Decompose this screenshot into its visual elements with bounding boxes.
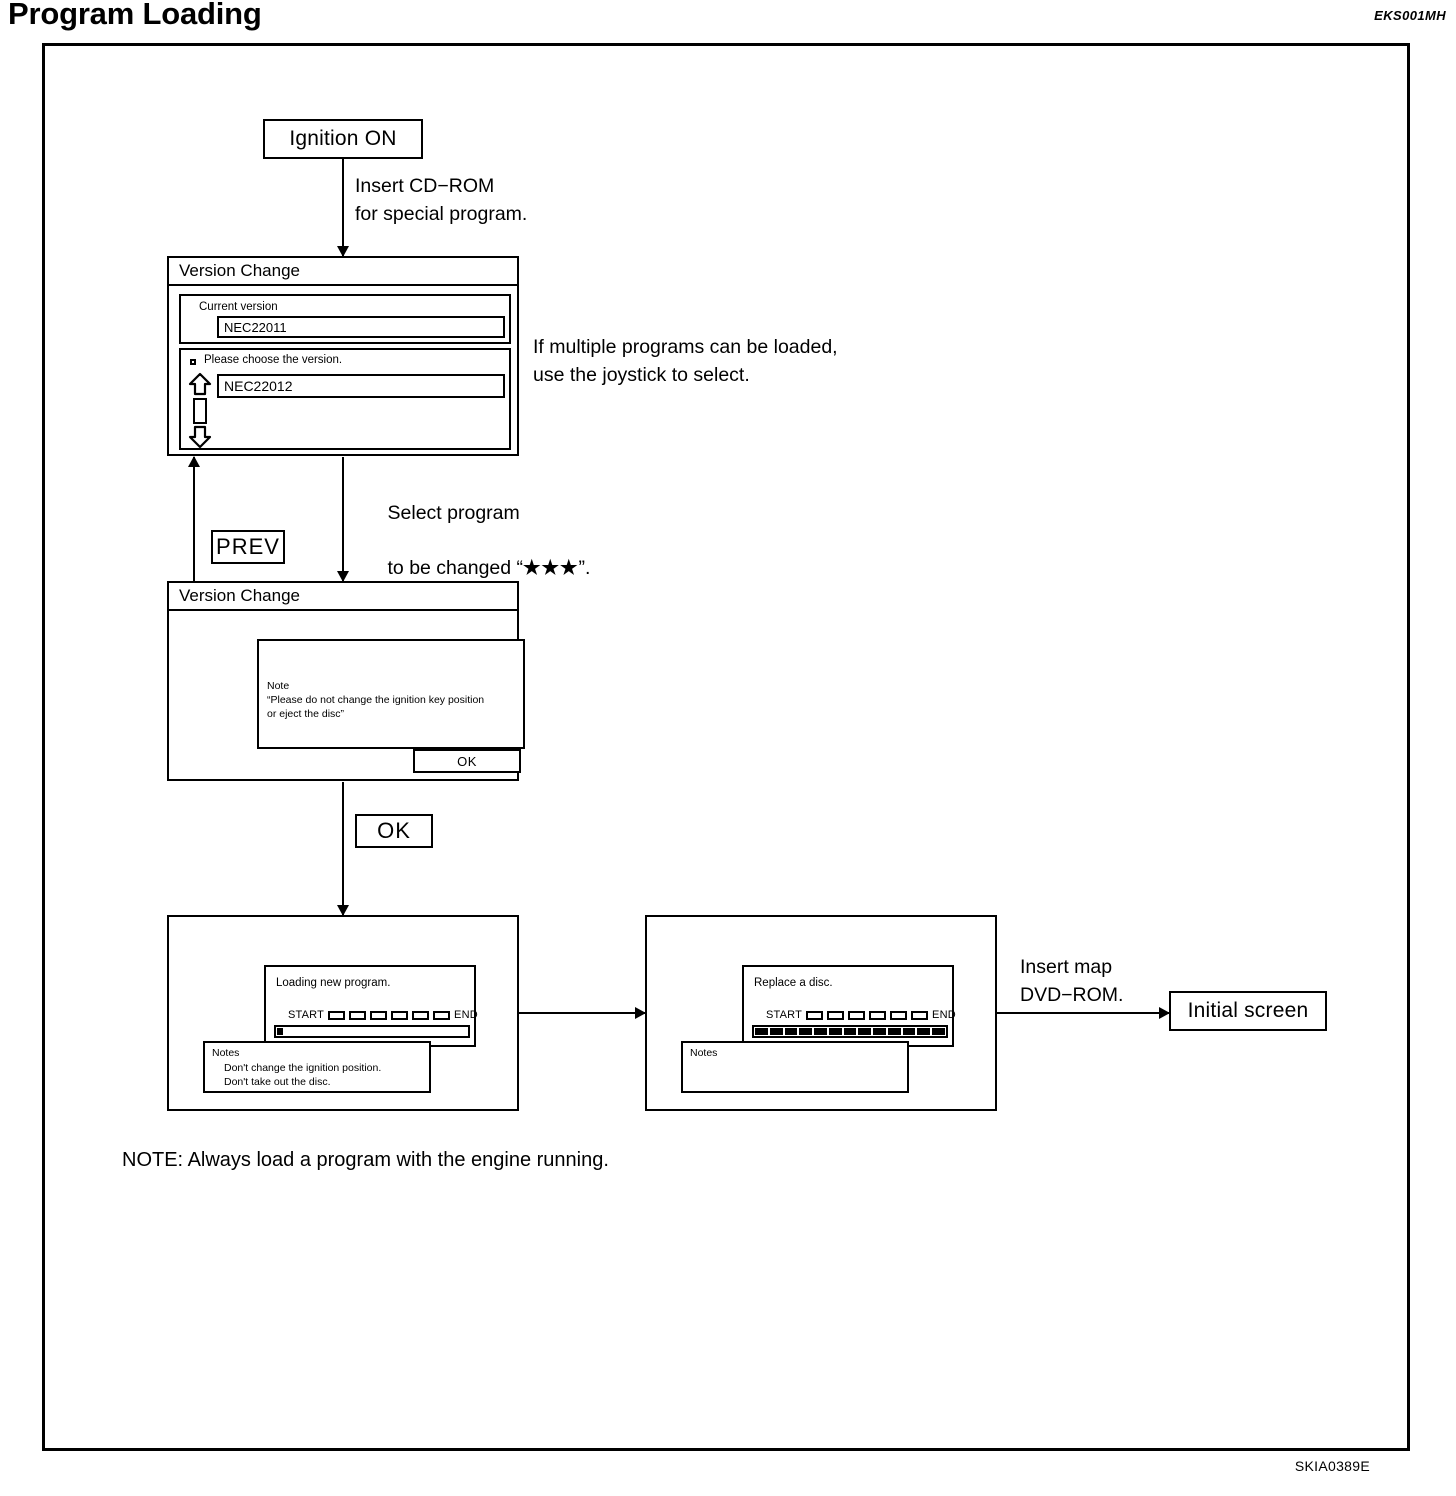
figure-footer-note: NOTE: Always load a program with the eng… [122,1149,609,1171]
prev-button[interactable]: PREV [211,530,285,564]
figure-frame: Ignition ON Insert CD−ROM for special pr… [42,43,1410,1451]
progress-block [902,1028,916,1035]
edge-label-select-program-line1: Select program [387,501,520,524]
progress-block [917,1028,931,1035]
edge-ignition-to-version-change [337,159,349,257]
version-choice-field[interactable]: NEC22012 [217,374,505,398]
progress-block [755,1028,768,1035]
progress-start-label: START [766,1009,803,1021]
edge-ok-to-loading [337,782,349,916]
loading-message: Loading new program. [276,977,391,989]
current-version-value-field: NEC22011 [217,316,505,338]
screen-loading-program: Loading new program. START END Notes [167,915,519,1111]
replace-notes-panel: Notes [681,1041,909,1093]
edge-prev-return [188,456,200,582]
screen1-title-label: Version Change [179,261,300,280]
progress-tick [848,1010,866,1020]
loading-progress-ticks: START END [288,1009,478,1021]
replace-notes-heading: Notes [690,1047,718,1059]
choose-version-panel: Please choose the version. NEC22012 [179,348,511,450]
progress-block [769,1028,783,1035]
node-initial-screen-label: Initial screen [1187,999,1309,1022]
loading-notes-lines: Don't change the ignition position. Don'… [224,1062,382,1089]
progress-end-label: END [454,1009,478,1021]
progress-block [828,1028,842,1035]
progress-tick [827,1010,845,1020]
document-code: EKS001MH [1374,8,1446,23]
replace-message-panel: Replace a disc. START END [742,965,956,1047]
progress-block [814,1028,827,1035]
note-heading: Note [267,680,290,692]
edge-loading-to-replace [519,1007,646,1019]
progress-tick [911,1010,929,1020]
loading-notes-panel: Notes Don't change the ignition position… [203,1041,431,1093]
node-initial-screen[interactable]: Initial screen [1169,991,1327,1031]
progress-block [932,1028,945,1035]
loading-progress-bar [274,1025,470,1038]
ok-button[interactable]: OK [355,814,433,848]
progress-tick [890,1010,908,1020]
progress-block [887,1028,901,1035]
progress-tick [391,1010,409,1020]
loading-progress-fill [277,1028,283,1035]
screen2-titlebar: Version Change [169,583,517,611]
edge-label-insert-cdrom: Insert CD−ROM for special program. [355,175,528,225]
scroll-down-arrow-icon[interactable] [188,425,212,449]
replace-message: Replace a disc. [754,977,833,989]
note-body: “Please do not change the ignition key p… [267,694,485,721]
page-title: Program Loading [8,0,262,31]
screen-version-change-select: Version Change Current version NEC22011 … [167,256,519,456]
edge-select-program [337,457,349,582]
note-dialog: Note “Please do not change the ignition … [257,639,525,749]
version-list-scrollbar[interactable] [188,372,212,449]
edge-label-insert-map: Insert map DVD−ROM. [1020,956,1124,1006]
progress-tick [433,1010,451,1020]
edge-label-select-program-line2-post: ”. [578,557,591,580]
figure-code: SKIA0389E [1294,1458,1370,1474]
choose-version-prompt: Please choose the version. [204,354,343,366]
progress-block [858,1028,872,1035]
progress-tick [370,1010,388,1020]
annotation-joystick-select: If multiple programs can be loaded, use … [533,336,838,386]
progress-tick [806,1010,824,1020]
progress-tick [349,1010,367,1020]
edge-label-select-program: Select program to be changed “★★★”. [355,472,591,610]
loading-message-panel: Loading new program. START END [264,965,478,1047]
loading-notes-heading: Notes [212,1047,240,1059]
scroll-up-arrow-icon[interactable] [188,372,212,396]
progress-block [843,1028,857,1035]
scrollbar-thumb[interactable] [193,398,207,424]
progress-block [784,1028,798,1035]
version-choice-value: NEC22012 [224,378,293,394]
progress-tick [328,1010,346,1020]
node-ignition-on-label: Ignition ON [289,127,397,150]
replace-progress-bar [752,1025,948,1038]
bullet-icon [190,359,196,365]
replace-progress-ticks: START END [766,1009,956,1021]
progress-block [799,1028,813,1035]
progress-tick [412,1010,430,1020]
current-version-panel: Current version NEC22011 [179,294,511,344]
prev-button-label: PREV [216,534,280,559]
screen-version-change-note: Version Change Note “Please do not chang… [167,581,525,781]
node-ignition-on[interactable]: Ignition ON [263,119,423,159]
edge-replace-to-initial [997,1007,1170,1019]
progress-start-label: START [288,1009,325,1021]
progress-tick [869,1010,887,1020]
progress-end-label: END [932,1009,956,1021]
ok-button-label: OK [377,818,411,843]
edge-label-select-program-line2-pre: to be changed “ [387,557,524,580]
screen2-title-label: Version Change [179,586,300,605]
note-ok-button[interactable]: OK [413,749,521,773]
current-version-value: NEC22011 [224,319,287,335]
screen-replace-disc: Replace a disc. START END [645,915,997,1111]
edge-label-select-program-stars: ★★★ [523,557,579,580]
note-ok-button-label: OK [457,753,477,769]
screen1-titlebar: Version Change [169,258,517,286]
current-version-label: Current version [199,301,278,313]
progress-block [873,1028,886,1035]
